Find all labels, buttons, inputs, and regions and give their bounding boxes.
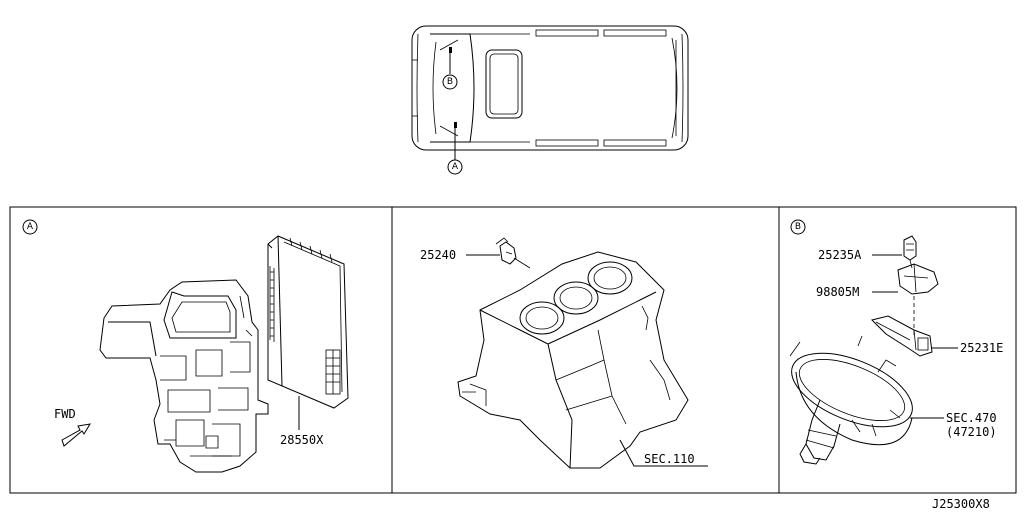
- location-marker-a: [454, 122, 457, 128]
- label-98805m: 98805M: [816, 285, 859, 299]
- sensor-25240: [495, 237, 531, 269]
- location-marker-b: [449, 47, 452, 53]
- label-47210: (47210): [946, 425, 997, 439]
- label-25235a: 25235A: [818, 248, 862, 262]
- fwd-label: FWD: [54, 407, 76, 421]
- vehicle-callout-a: A: [447, 159, 463, 175]
- svg-text:B: B: [447, 77, 453, 87]
- diagram-code: J25300X8: [932, 497, 990, 511]
- switch-25231e: [871, 315, 933, 357]
- relay-box-assembly: [99, 279, 269, 473]
- bracket-98805m: [897, 263, 939, 295]
- control-unit-28550x: [267, 235, 349, 409]
- panel-a-tag: A: [22, 219, 38, 235]
- svg-text:B: B: [795, 222, 801, 232]
- label-25231e: 25231E: [960, 341, 1003, 355]
- label-28550x: 28550X: [280, 433, 324, 447]
- vehicle-top-view: [411, 25, 689, 160]
- engine-block: [457, 251, 689, 469]
- svg-text:A: A: [452, 162, 459, 172]
- brake-booster: [789, 335, 913, 465]
- vehicle-callout-b: B: [442, 74, 458, 90]
- label-sec470: SEC.470: [946, 411, 997, 425]
- leader-sec110: [619, 439, 708, 467]
- panel-frame: [9, 206, 1017, 494]
- sensor-25235a: [903, 235, 917, 269]
- panel-b-tag: B: [790, 219, 806, 235]
- svg-text:A: A: [27, 222, 34, 232]
- fwd-arrow-icon: [61, 423, 91, 447]
- label-25240: 25240: [420, 248, 456, 262]
- label-sec110: SEC.110: [644, 452, 695, 466]
